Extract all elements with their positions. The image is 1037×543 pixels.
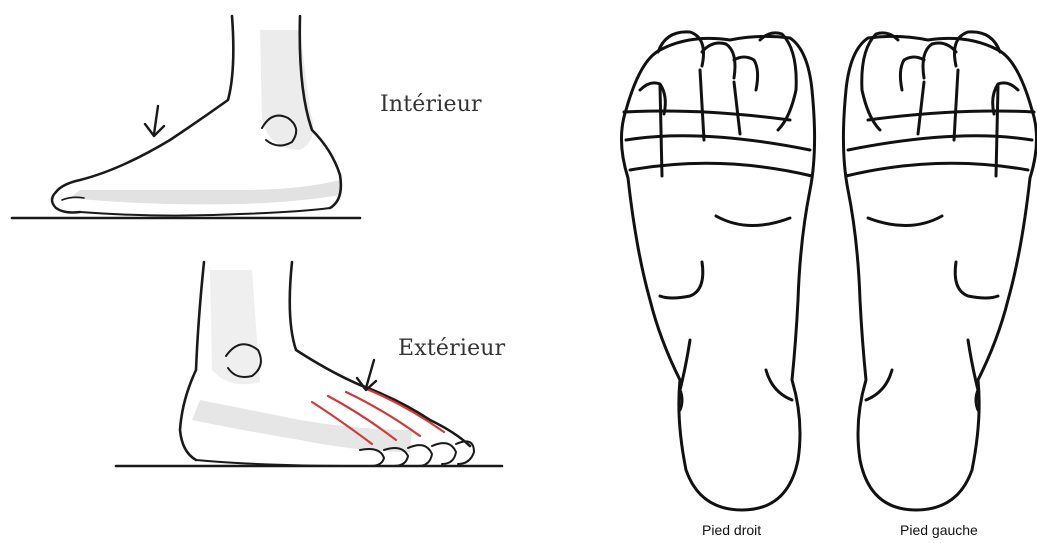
left-sole-drawing xyxy=(843,32,1036,510)
outer-side-label: Extérieur xyxy=(398,336,505,361)
right-sole-drawing xyxy=(621,32,814,510)
inner-foot-drawing xyxy=(12,16,360,218)
right-foot-label: Pied droit xyxy=(702,522,761,538)
left-foot-label: Pied gauche xyxy=(900,522,978,538)
outer-foot-drawing xyxy=(116,262,502,466)
inner-side-label: Intérieur xyxy=(380,92,482,117)
